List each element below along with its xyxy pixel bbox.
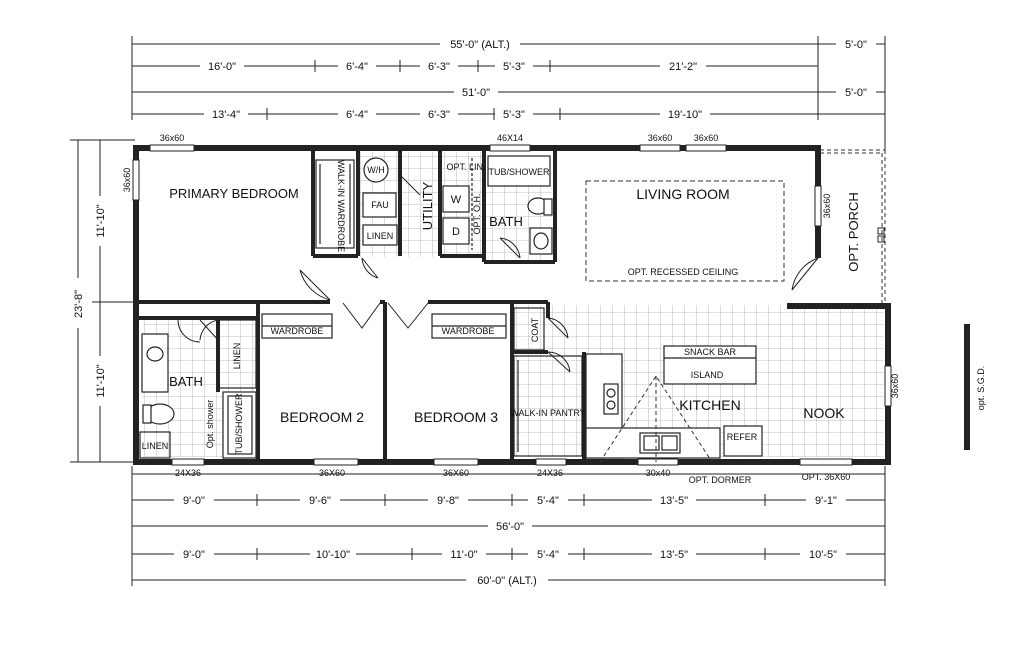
label-walk-in-pantry: WALK-IN PANTRY xyxy=(510,408,585,418)
label-utility: UTILITY xyxy=(420,181,435,230)
fixtures xyxy=(139,155,763,459)
top-dimension-labels: 55'-0" (ALT.) 5'-0" 16'-0" 6'-4" 6'-3" 5… xyxy=(200,37,876,121)
label-bath-left: BATH xyxy=(169,374,203,389)
dim-top-row2-2: 6'-4" xyxy=(346,109,368,121)
dim-bottom-row2-4: 5'-4" xyxy=(537,549,559,561)
dim-bottom-row2-3: 11'-0" xyxy=(450,549,477,561)
recessed-ceiling-outline xyxy=(585,180,785,282)
window-label-pantry-bottom: 24X36 xyxy=(537,468,563,478)
dim-left-lower: 11'-10" xyxy=(95,364,107,397)
label-linen-bath-side: LINEN xyxy=(232,343,242,370)
dim-bottom-overall: 56'-0" xyxy=(496,521,524,533)
porch-posts xyxy=(877,227,885,243)
label-living-room: LIVING ROOM xyxy=(636,186,729,202)
label-tub-shower-left: TUB/SHOWER xyxy=(234,393,244,455)
window-label-living-2: 36x60 xyxy=(694,133,719,143)
label-wardrobe-bed3: WARDROBE xyxy=(442,326,495,336)
window-label-bath-top: 46X14 xyxy=(497,133,523,143)
dim-left-overall: 23'-8" xyxy=(73,290,85,318)
window-label-primary-side: 36x60 xyxy=(122,168,132,193)
label-linen-bath-corner: LINEN xyxy=(142,441,169,451)
window-label-bath-bottom: 24X36 xyxy=(175,468,201,478)
label-opt-lin: OPT. LIN. xyxy=(446,162,485,172)
label-washer: W xyxy=(451,194,462,206)
label-bedroom-3: BEDROOM 3 xyxy=(414,409,498,425)
label-nook: NOOK xyxy=(803,405,845,421)
label-wardrobe-bed2: WARDROBE xyxy=(271,326,324,336)
window-label-bed2-bottom: 36X60 xyxy=(319,468,345,478)
windows xyxy=(132,144,892,466)
dim-bottom-row2-6: 10'-5" xyxy=(809,549,837,561)
label-opt-recessed-ceiling: OPT. RECESSED CEILING xyxy=(628,267,739,277)
label-opt-dormer: OPT. DORMER xyxy=(689,475,752,485)
window-labels: 36x60 46X14 36x60 36x60 36x60 36x60 36x6… xyxy=(122,133,900,478)
dim-porch-mid: 5'-0" xyxy=(845,87,867,99)
interior-walls xyxy=(138,150,586,462)
label-opt-shower: Opt. shower xyxy=(205,400,215,449)
window-label-kitchen-bottom: 30x40 xyxy=(646,468,671,478)
opt-sgd-marker: opt. S.G.D. xyxy=(964,324,986,450)
dim-top-row1-2: 6'-4" xyxy=(346,61,368,73)
label-primary-bedroom: PRIMARY BEDROOM xyxy=(169,186,299,201)
label-walk-in-wardrobe: WALK-IN WARDROBE xyxy=(336,160,346,252)
label-kitchen: KITCHEN xyxy=(679,397,740,413)
label-fau: FAU xyxy=(371,200,389,210)
dim-top-row1-3: 6'-3" xyxy=(428,61,450,73)
dim-porch-top: 5'-0" xyxy=(845,39,867,51)
dim-top-row1-4: 5'-3" xyxy=(503,61,525,73)
window-label-bed3-bottom: 36X60 xyxy=(443,468,469,478)
dim-bottom-overall-alt: 60'-0" (ALT.) xyxy=(477,575,537,587)
window-label-living-side: 36x60 xyxy=(822,194,832,219)
label-wh: W/H xyxy=(367,165,385,175)
dim-bottom-row1-5: 13'-5" xyxy=(660,495,688,507)
bottom-dimension-labels: 9'-0" 9'-6" 9'-8" 5'-4" 13'-5" 9'-1" 56'… xyxy=(174,493,846,587)
label-opt-porch: OPT. PORCH xyxy=(846,192,861,271)
window-label-living-1: 36x60 xyxy=(648,133,673,143)
dim-bottom-row2-5: 13'-5" xyxy=(660,549,688,561)
dim-top-row1-1: 16'-0" xyxy=(208,61,236,73)
label-island: ISLAND xyxy=(691,370,724,380)
dim-left-upper: 11'-10" xyxy=(95,204,107,237)
dormer-outline xyxy=(599,375,713,463)
label-coat: COAT xyxy=(530,317,540,342)
window-label-primary-top: 36x60 xyxy=(160,133,185,143)
dim-bottom-row1-3: 9'-8" xyxy=(437,495,459,507)
dim-bottom-row2-1: 9'-0" xyxy=(183,549,205,561)
label-dryer: D xyxy=(452,226,460,238)
dim-bottom-row1-2: 9'-6" xyxy=(309,495,331,507)
label-bath-top: BATH xyxy=(489,214,523,229)
dim-top-row1-5: 21'-2" xyxy=(669,61,697,73)
label-opt-sgd: opt. S.G.D. xyxy=(976,366,986,411)
label-linen-utility: LINEN xyxy=(367,231,394,241)
label-refer: REFER xyxy=(727,432,758,442)
dim-bottom-row1-1: 9'-0" xyxy=(183,495,205,507)
label-snack-bar: SNACK BAR xyxy=(684,347,737,357)
dim-bottom-row2-2: 10'-10" xyxy=(316,549,350,561)
dim-top-row2-1: 13'-4" xyxy=(212,109,240,121)
label-opt-oh: OPT. O.H. xyxy=(472,193,482,234)
porch-outline xyxy=(820,149,886,306)
dim-bottom-row1-6: 9'-1" xyxy=(815,495,837,507)
dim-top-row2-4: 5'-3" xyxy=(503,109,525,121)
room-labels: PRIMARY BEDROOM WALK-IN WARDROBE W/H FAU… xyxy=(142,160,861,485)
label-opt-36x60: OPT. 36X60 xyxy=(802,472,851,482)
dim-bottom-row1-4: 5'-4" xyxy=(537,495,559,507)
window-label-nook-side: 36x60 xyxy=(890,374,900,399)
label-tub-shower-top: TUB/SHOWER xyxy=(488,167,550,177)
dim-top-row2-5: 19'-10" xyxy=(668,109,702,121)
dim-overall-alt-top: 55'-0" (ALT.) xyxy=(450,39,510,51)
left-dimension-labels: 23'-8" 11'-10" 11'-10" xyxy=(71,196,107,406)
dim-top-row2-3: 6'-3" xyxy=(428,109,450,121)
label-bedroom-2: BEDROOM 2 xyxy=(280,409,364,425)
doors xyxy=(177,174,819,373)
dim-overall-top: 51'-0" xyxy=(462,87,490,99)
